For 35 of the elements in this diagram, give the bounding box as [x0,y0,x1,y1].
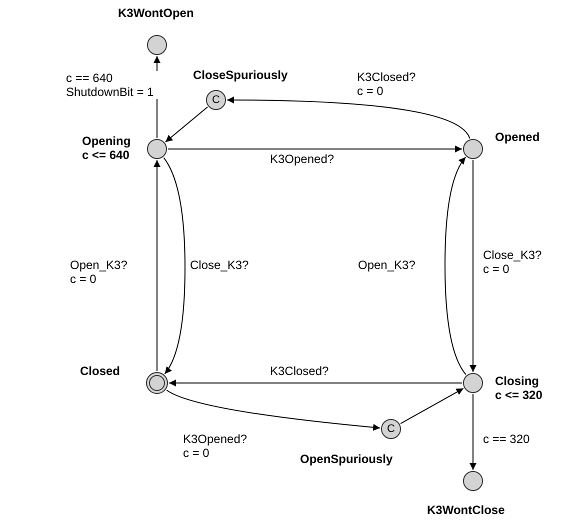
edge-label: Close_K3? [190,258,249,272]
invariant-label: c <= 320 [495,388,542,402]
state-name: K3WontClose [427,503,505,517]
arrow [226,96,470,139]
arrow [163,157,186,374]
state-name: Opened [495,130,540,144]
edge-label: Open_K3? [358,258,416,272]
arrow [444,156,466,376]
state-name: Closed [80,364,120,378]
committed-state-circle: C [381,419,401,439]
arrow [166,390,381,431]
arrow [470,160,476,372]
arrow [470,394,476,470]
state-circle [463,139,483,159]
edge-label: K3Opened? [270,152,334,166]
edge-label: Open_K3? c = 0 [70,258,130,286]
state-circle [463,373,483,393]
initial-state-circle [146,372,168,394]
committed-state-circle: C [206,90,226,110]
arrow [154,160,160,372]
state-name: CloseSpuriously [193,68,288,82]
state-name: Closing [495,374,539,388]
state-name: OpenSpuriously [300,452,393,466]
edge-label: K3Closed? [270,364,329,378]
arrow [164,106,208,142]
state-circle [147,139,167,159]
state-name: K3WontOpen [118,6,194,20]
state-circle [147,35,167,55]
arrow [400,388,464,424]
arrow [168,380,462,386]
arrow [168,146,462,152]
state-name: Opening [82,134,131,148]
state-circle [463,471,483,491]
invariant-label: c <= 640 [82,148,130,162]
edge-label: c == 320 [483,432,530,446]
